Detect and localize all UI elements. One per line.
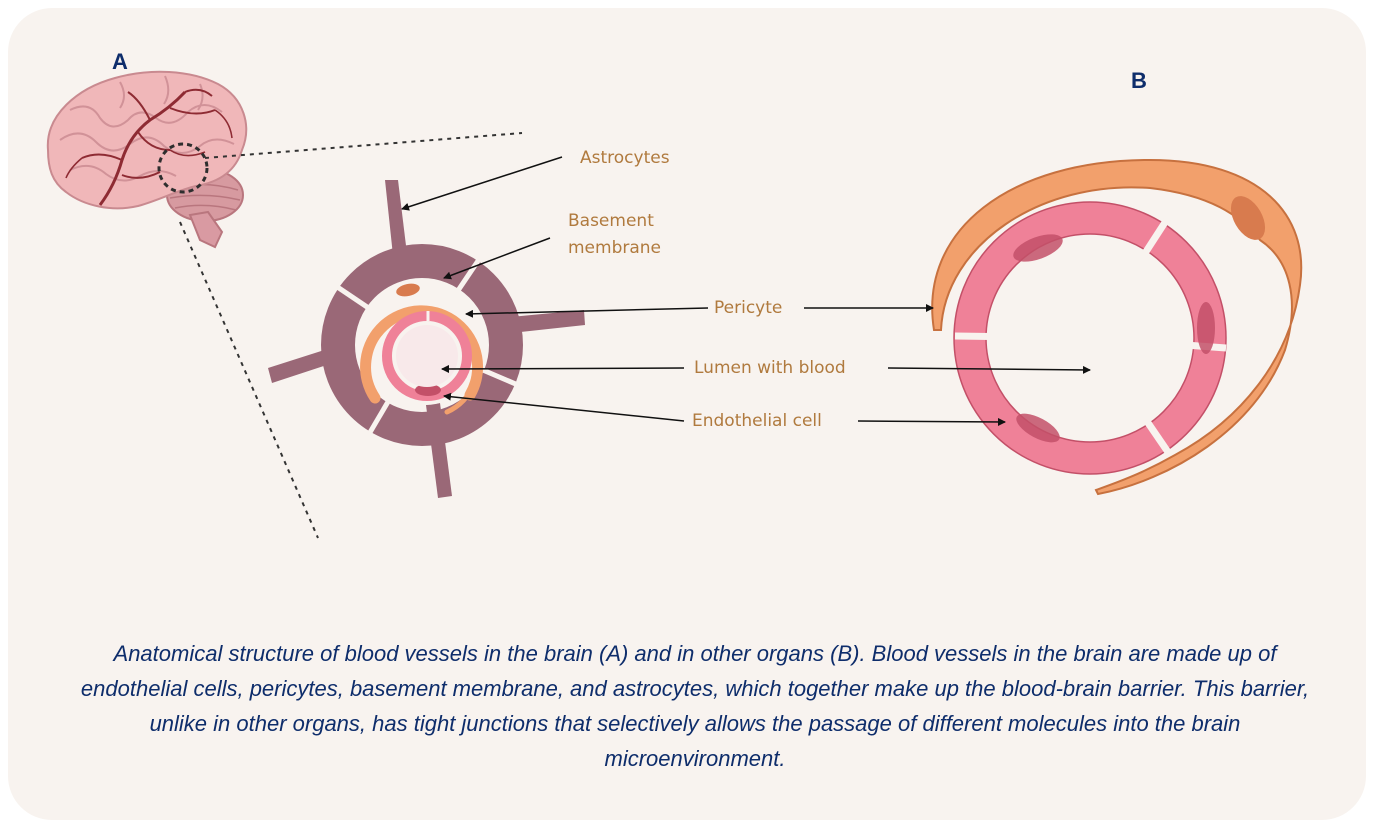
organ-vessel-cross-section (932, 160, 1301, 494)
endothelial-cell-label: Endothelial cell (692, 409, 822, 433)
astrocytes-label: Astrocytes (580, 146, 670, 170)
brain-illustration (48, 72, 246, 247)
lumen-arrow-left (442, 368, 684, 369)
lumen-label: Lumen with blood (694, 356, 846, 380)
figure-card: A B Astrocytes Basement membrane Pericyt… (8, 8, 1366, 820)
figure-caption: Anatomical structure of blood vessels in… (78, 636, 1312, 776)
basement-membrane-label-line1: Basement (568, 209, 654, 233)
panel-label-a: A (112, 49, 128, 75)
panel-label-b: B (1131, 68, 1147, 94)
basement-membrane-label-line2: membrane (568, 236, 661, 260)
astrocytes-arrow (402, 157, 562, 209)
endothelial-arrow-right (858, 421, 1005, 422)
brain-vessel-cross-section (268, 180, 585, 498)
pericyte-label: Pericyte (714, 296, 782, 320)
